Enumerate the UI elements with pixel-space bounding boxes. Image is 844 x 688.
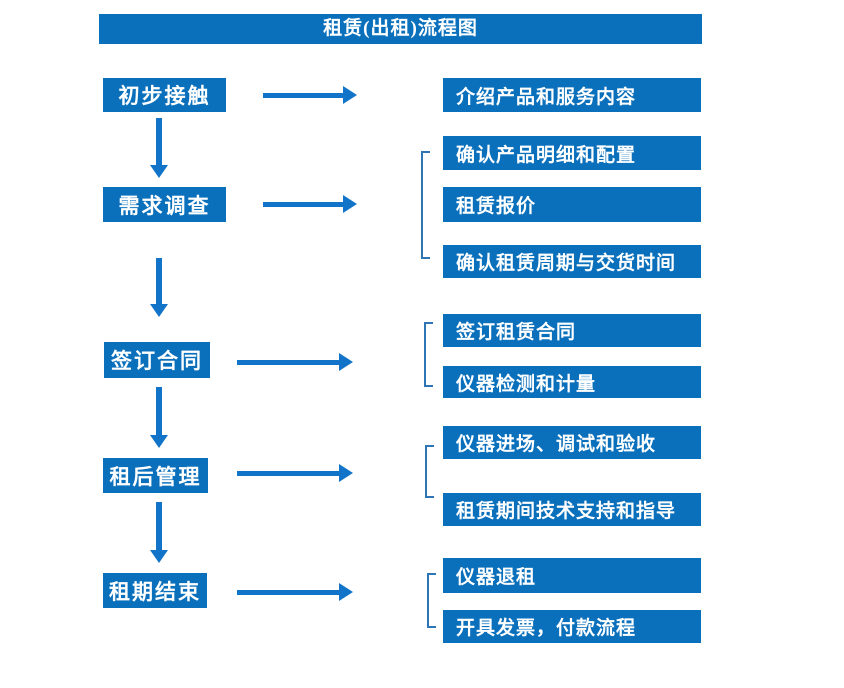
detail-box-technical-support: 租赁期间技术支持和指导 [443, 493, 701, 526]
detail-box-confirm-product-details: 确认产品明细和配置 [443, 136, 701, 170]
bracket-icon [424, 322, 433, 387]
detail-box-instrument-return: 仪器退租 [443, 558, 701, 593]
detail-box-instrument-testing: 仪器检测和计量 [443, 366, 701, 398]
arrow-right-icon [237, 583, 353, 601]
step-box-rental-end: 租期结束 [103, 573, 207, 608]
diagram-title: 租赁(出租)流程图 [99, 14, 702, 44]
arrow-right-icon [263, 86, 357, 104]
arrow-down-icon [150, 118, 168, 178]
detail-box-instrument-setup-acceptance: 仪器进场、调试和验收 [443, 426, 701, 459]
arrow-down-icon [150, 502, 168, 563]
detail-box-sign-rental-contract: 签订租赁合同 [443, 314, 701, 347]
step-box-sign-contract: 签订合同 [104, 342, 210, 378]
detail-box-confirm-rental-period: 确认租赁周期与交货时间 [443, 245, 701, 278]
step-box-initial-contact: 初步接触 [103, 78, 226, 112]
arrow-down-icon [150, 387, 168, 448]
bracket-icon [427, 573, 436, 628]
detail-box-invoice-payment: 开具发票，付款流程 [443, 610, 701, 643]
arrow-right-icon [263, 195, 357, 213]
arrow-right-icon [237, 353, 353, 371]
step-box-demand-survey: 需求调查 [103, 187, 226, 222]
step-box-post-rental-management: 租后管理 [103, 458, 208, 493]
detail-box-introduce-products: 介绍产品和服务内容 [443, 78, 701, 112]
detail-box-rental-quotation: 租赁报价 [443, 187, 701, 222]
bracket-icon [425, 445, 434, 498]
bracket-icon [421, 151, 430, 259]
arrow-right-icon [237, 464, 353, 482]
arrow-down-icon [150, 258, 168, 317]
